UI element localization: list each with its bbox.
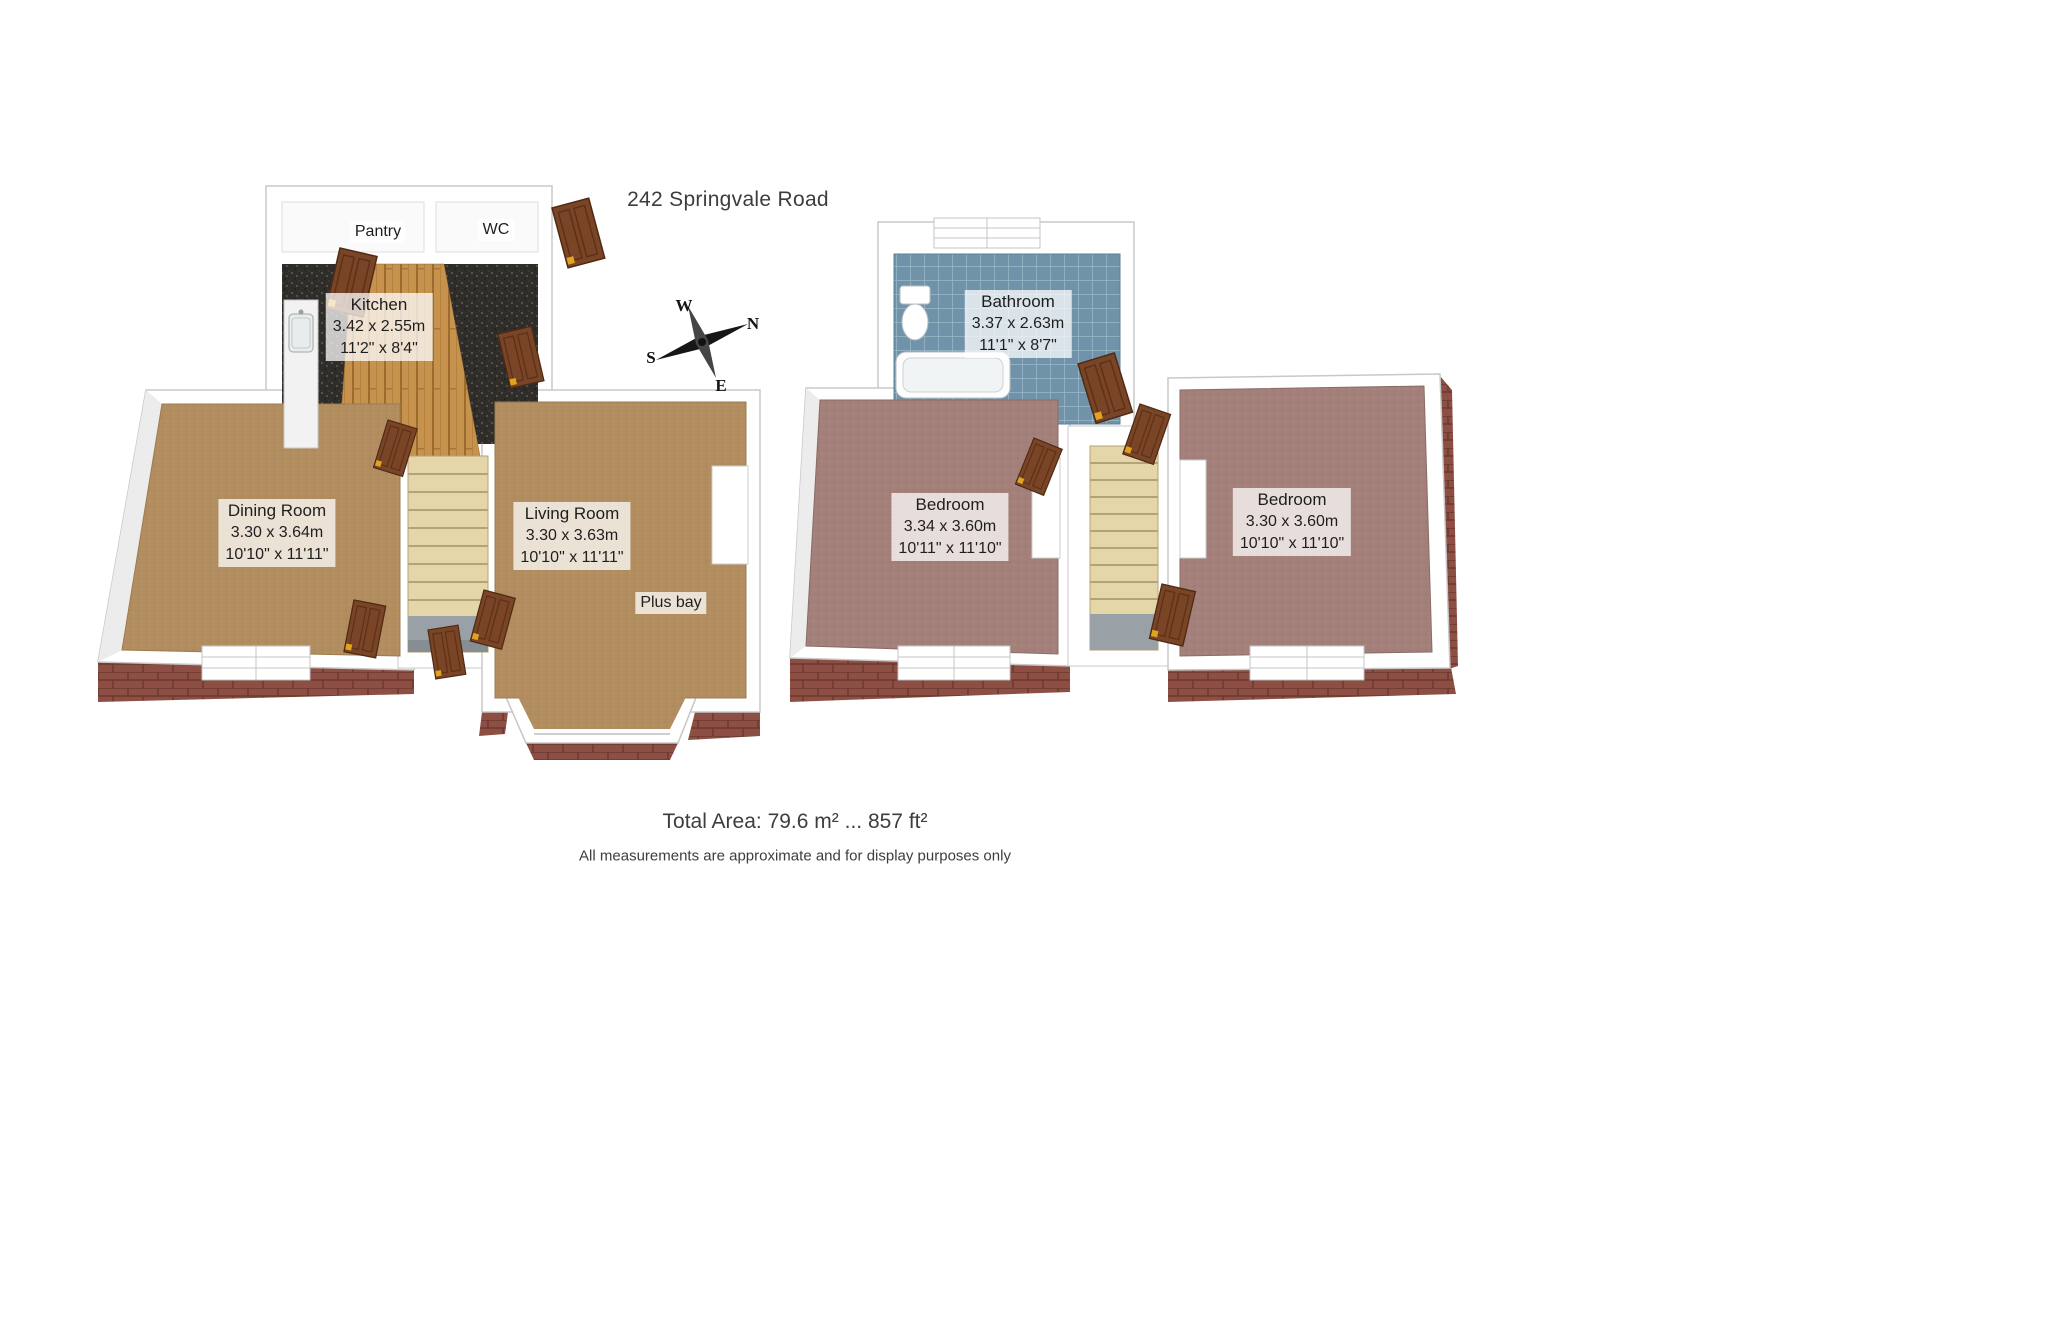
dining-imperial: 10'10" x 11'11" xyxy=(225,546,329,563)
bedroom1-label: Bedroom 3.34 x 3.60m 10'11" x 11'10" xyxy=(891,493,1009,561)
ground-floor-plan xyxy=(97,185,761,760)
stair-steps xyxy=(408,473,488,601)
bedroom2-metric: 3.30 x 3.60m xyxy=(1245,513,1339,530)
living-name: Living Room xyxy=(524,504,620,523)
toilet-icon xyxy=(899,285,931,341)
plus-bay-text: Plus bay xyxy=(640,594,702,611)
bathroom-label: Bathroom 3.37 x 2.63m 11'1" x 8'7" xyxy=(964,290,1072,358)
bedroom1-metric: 3.34 x 3.60m xyxy=(903,518,997,535)
bedroom2-label: Bedroom 3.30 x 3.60m 10'10" x 11'10" xyxy=(1232,488,1352,556)
bathroom-window-panes xyxy=(934,218,1040,248)
kitchen-counter xyxy=(283,299,319,449)
bay-floor xyxy=(518,697,686,729)
living-chimney-breast xyxy=(711,465,749,565)
staircase-first xyxy=(1089,445,1159,651)
kitchen-name: Kitchen xyxy=(350,295,408,314)
wc-name: WC xyxy=(482,221,510,238)
faucet-icon xyxy=(298,309,304,315)
bathtub-basin xyxy=(902,357,1004,393)
rear-entrance-door xyxy=(551,197,606,269)
bedroom2-window-panes xyxy=(1250,646,1364,680)
compass-south-label: S xyxy=(646,348,655,367)
pantry-label: Pantry xyxy=(349,221,407,243)
living-imperial: 10'10" x 11'11" xyxy=(520,549,624,566)
bathroom-imperial: 11'1" x 8'7" xyxy=(979,337,1057,354)
compass-north-label: N xyxy=(747,314,760,333)
plus-bay-label: Plus bay xyxy=(635,592,707,614)
bedroom2-chimney-breast xyxy=(1179,459,1207,559)
bedroom1-imperial: 10'11" x 11'10" xyxy=(898,540,1002,557)
bathroom-metric: 3.37 x 2.63m xyxy=(971,315,1065,332)
living-brick-base-left xyxy=(479,712,508,736)
bedroom1-left-face xyxy=(790,388,820,658)
wc-label: WC xyxy=(477,219,515,241)
bathroom-name: Bathroom xyxy=(981,292,1055,311)
dining-brick-base xyxy=(98,662,414,702)
first-windows xyxy=(897,217,1365,681)
dining-left-face xyxy=(98,390,162,662)
kitchen-imperial: 11'2" x 8'4" xyxy=(340,340,418,357)
dining-name: Dining Room xyxy=(227,501,327,520)
first-floor-plan xyxy=(789,217,1458,702)
total-area-text: Total Area: 79.6 m² ... 857 ft² xyxy=(662,810,928,833)
compass-west-label: W xyxy=(676,296,693,315)
living-brick-base-right xyxy=(688,712,760,740)
bathtub-icon xyxy=(895,351,1011,399)
staircase-ground xyxy=(407,455,489,653)
dining-room-label: Dining Room 3.30 x 3.64m 10'10" x 11'11" xyxy=(218,499,336,567)
kitchen-label: Kitchen 3.42 x 2.55m 11'2" x 8'4" xyxy=(325,293,433,361)
bedroom1-window-panes xyxy=(898,646,1010,680)
plan-title: 242 Springvale Road xyxy=(627,188,829,211)
toilet-bowl xyxy=(901,303,929,341)
bedroom2-name: Bedroom xyxy=(1257,490,1327,509)
toilet-tank xyxy=(899,285,931,305)
bay-brick-base xyxy=(526,743,678,760)
compass-center xyxy=(698,338,706,346)
stair-steps xyxy=(1090,462,1158,600)
compass-east-label: E xyxy=(715,376,726,395)
compass-rose-icon: W N S E xyxy=(646,296,760,395)
kitchen-metric: 3.42 x 2.55m xyxy=(332,318,426,335)
disclaimer-text: All measurements are approximate and for… xyxy=(579,847,1011,865)
pantry-name: Pantry xyxy=(354,223,402,240)
living-metric: 3.30 x 3.63m xyxy=(525,527,619,544)
bedroom1-name: Bedroom xyxy=(915,495,985,514)
stairs-landing xyxy=(1090,614,1158,650)
living-room-label: Living Room 3.30 x 3.63m 10'10" x 11'11" xyxy=(513,502,631,570)
dining-window-panes xyxy=(202,646,310,680)
ground-windows xyxy=(201,645,670,735)
dining-metric: 3.30 x 3.64m xyxy=(230,524,324,541)
bedroom2-imperial: 10'10" x 11'10" xyxy=(1239,535,1345,552)
bedroom2-brick-base xyxy=(1168,662,1456,702)
sink-basin xyxy=(291,317,311,349)
